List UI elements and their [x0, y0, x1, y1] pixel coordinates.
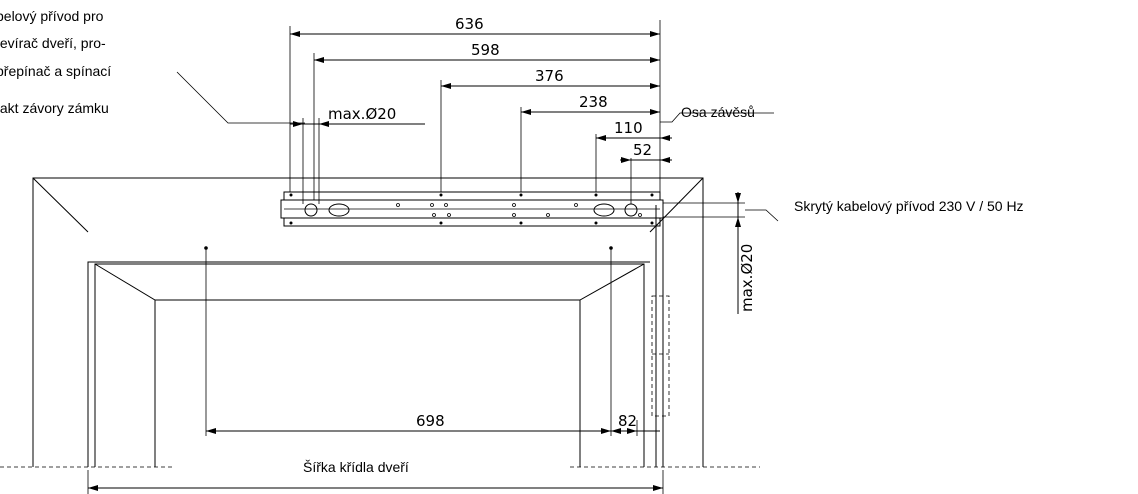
hinge-axis-label: Osa závěsů	[681, 104, 755, 120]
cable-feed-note: belový přívod pro tevírač dveří, pro- př…	[0, 8, 305, 124]
dimension-lines	[87, 31, 779, 494]
note-leader-line	[176, 71, 305, 124]
door-width-label: Šířka křídla dveří	[303, 459, 409, 475]
dim-max-diameter-horizontal: max.Ø20	[328, 105, 396, 123]
mounting-rail	[280, 191, 664, 227]
extension-lines	[205, 20, 745, 436]
hidden-cable-label: Skrytý kabelový přívod 230 V / 50 Hz	[794, 198, 1024, 214]
door-frame	[32, 177, 704, 467]
dim-698: 698	[416, 412, 445, 430]
note-line-3: přepínač a spínací	[0, 63, 111, 79]
note-line-1: belový přívod pro	[0, 8, 104, 24]
dim-max-diameter-vertical: max.Ø20	[738, 244, 756, 312]
note-line-2: tevírač dveří, pro-	[0, 35, 106, 51]
dim-598: 598	[471, 41, 500, 59]
dim-82: 82	[618, 412, 637, 430]
dimension-labels: 636 598 376 238 110 52 max.Ø20 max.Ø20 6…	[328, 15, 756, 430]
note-line-4: takt závory zámku	[0, 100, 109, 116]
dim-52: 52	[633, 141, 652, 159]
dim-238: 238	[579, 93, 608, 111]
dim-110: 110	[614, 119, 643, 137]
dim-636: 636	[455, 15, 484, 33]
dim-376: 376	[535, 67, 564, 85]
